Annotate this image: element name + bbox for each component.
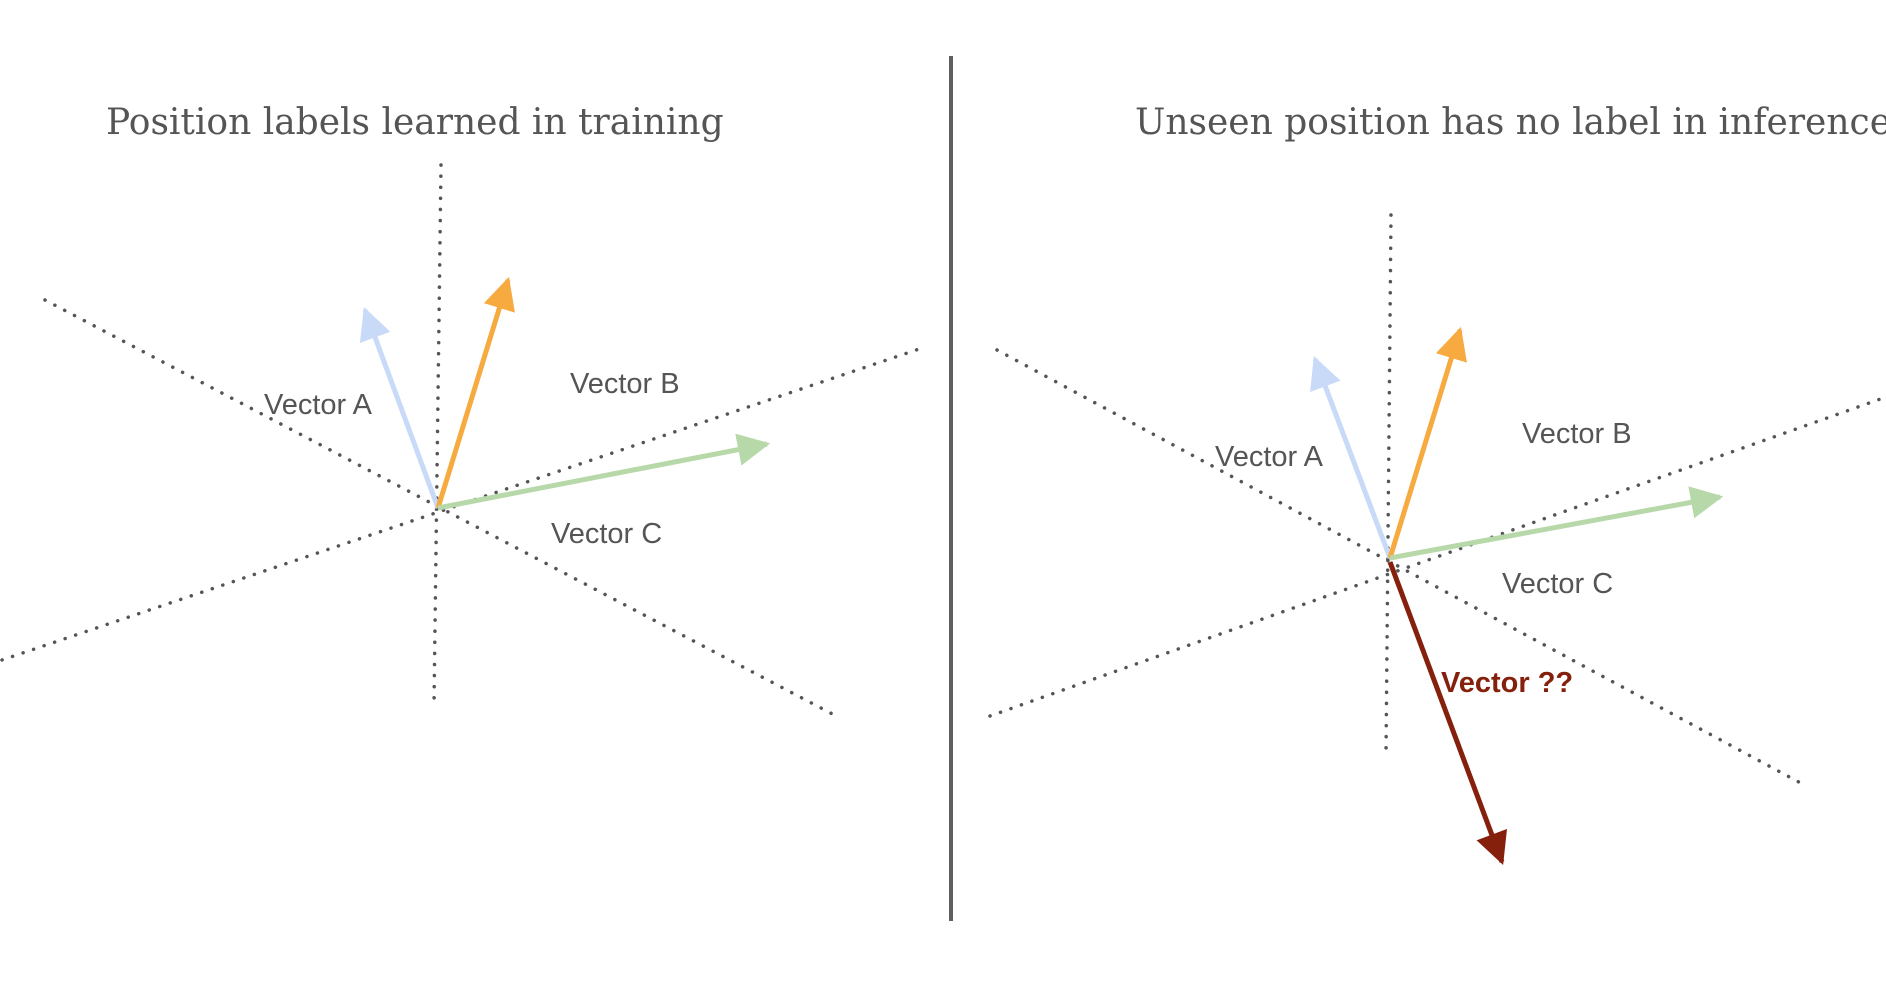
- right-diagonal-axis-up: [988, 395, 1886, 718]
- left-vector-b-arrow: [435, 276, 515, 509]
- left-diagonal-axis-up: [0, 346, 924, 662]
- left-vector-a-label: Vector A: [264, 389, 373, 421]
- left-panel-title: Position labels learned in training: [106, 102, 724, 143]
- left-vector-c-arrow: [437, 433, 771, 511]
- right-vector-b-arrow: [1387, 326, 1467, 559]
- right-vector-b-label: Vector B: [1522, 418, 1632, 450]
- left-vector-a-arrow: [359, 306, 441, 509]
- right-diagonal-axis-down: [995, 348, 1810, 789]
- right-vector-unknown-label: Vector ??: [1441, 667, 1573, 699]
- right-vector-c-label: Vector C: [1502, 568, 1613, 600]
- right-vector-unknown-arrow: [1387, 561, 1507, 866]
- right-vector-a-arrow: [1310, 355, 1393, 559]
- right-panel-title: Unseen position has no label in inferenc…: [1135, 102, 1886, 143]
- right-vertical-axis: [1384, 213, 1393, 757]
- left-vector-b-label: Vector B: [570, 368, 680, 400]
- right-vector-c-arrow: [1389, 486, 1724, 561]
- left-panel: Position labels learned in training Vect…: [0, 102, 924, 720]
- left-vertical-axis: [432, 163, 443, 707]
- right-panel: Unseen position has no label in inferenc…: [988, 102, 1886, 866]
- left-vector-c-label: Vector C: [551, 518, 662, 550]
- right-vector-a-label: Vector A: [1215, 441, 1324, 473]
